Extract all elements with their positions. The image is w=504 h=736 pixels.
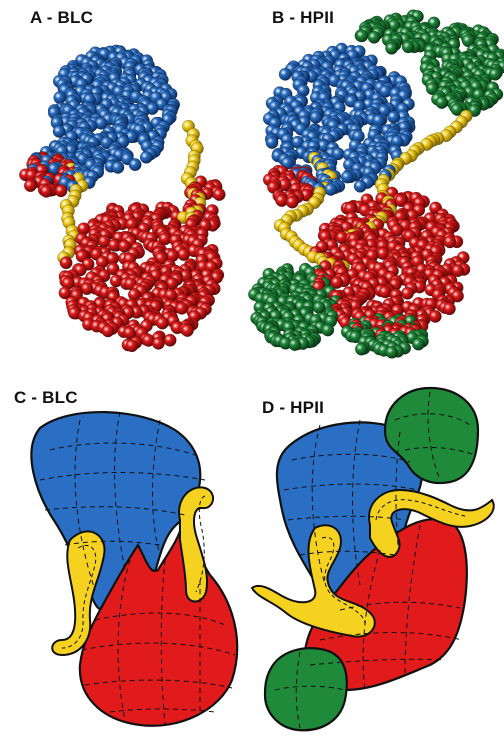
atom-sphere — [310, 111, 322, 123]
hpii-right-arm — [369, 490, 494, 557]
atom-sphere — [279, 68, 291, 80]
atom-sphere — [156, 317, 168, 329]
atom-sphere — [429, 310, 441, 322]
hpii-green-bottom-domain — [265, 648, 347, 730]
atom-sphere — [379, 286, 391, 298]
atom-sphere — [112, 161, 124, 173]
atom-sphere — [443, 303, 455, 315]
atom-sphere — [401, 287, 413, 299]
atom-sphere — [444, 236, 456, 248]
atom-sphere — [276, 194, 288, 206]
hpii-blue-subunit — [277, 422, 422, 609]
space-filling-models — [0, 0, 504, 380]
panel-c-label: C - BLC — [14, 388, 78, 408]
atom-sphere — [24, 179, 36, 191]
atom-sphere — [322, 324, 334, 336]
atom-sphere — [266, 136, 278, 148]
panel-d-schematic — [252, 388, 494, 730]
atom-sphere — [129, 158, 141, 170]
panel-d-label: D - HPII — [262, 398, 324, 418]
atom-sphere — [213, 188, 225, 200]
atom-sphere — [54, 91, 66, 103]
blc-left-arm — [52, 531, 104, 655]
atom-sphere — [140, 151, 152, 163]
atom-sphere — [386, 346, 398, 358]
panel-c-schematic — [31, 412, 237, 726]
hpii-left-arm — [252, 525, 375, 636]
atom-sphere — [181, 324, 193, 336]
atom-sphere — [412, 338, 424, 350]
atom-sphere — [356, 30, 368, 42]
atom-sphere — [55, 185, 67, 197]
hpii-red-subunit — [305, 519, 467, 690]
atom-sphere — [152, 337, 164, 349]
atom-sphere — [325, 183, 337, 195]
blc-right-arm — [179, 487, 213, 601]
atom-sphere — [102, 325, 114, 337]
atom-sphere — [354, 180, 366, 192]
atom-sphere — [313, 301, 325, 313]
hpii-green-top-domain — [385, 388, 478, 483]
atom-sphere — [60, 257, 72, 269]
atom-sphere — [286, 196, 298, 208]
atom-sphere — [176, 302, 188, 314]
atom-sphere — [126, 340, 138, 352]
atom-sphere — [289, 338, 301, 350]
atom-sphere — [355, 343, 367, 355]
blc-red-subunit — [80, 525, 237, 726]
atom-sphere — [53, 125, 65, 137]
atom-sphere — [436, 96, 448, 108]
atom-sphere — [385, 42, 397, 54]
atom-sphere — [402, 41, 414, 53]
atom-sphere — [341, 171, 353, 183]
blc-blue-subunit — [31, 412, 200, 609]
atom-sphere — [164, 334, 176, 346]
atom-sphere — [368, 31, 380, 43]
atom-sphere — [40, 185, 52, 197]
